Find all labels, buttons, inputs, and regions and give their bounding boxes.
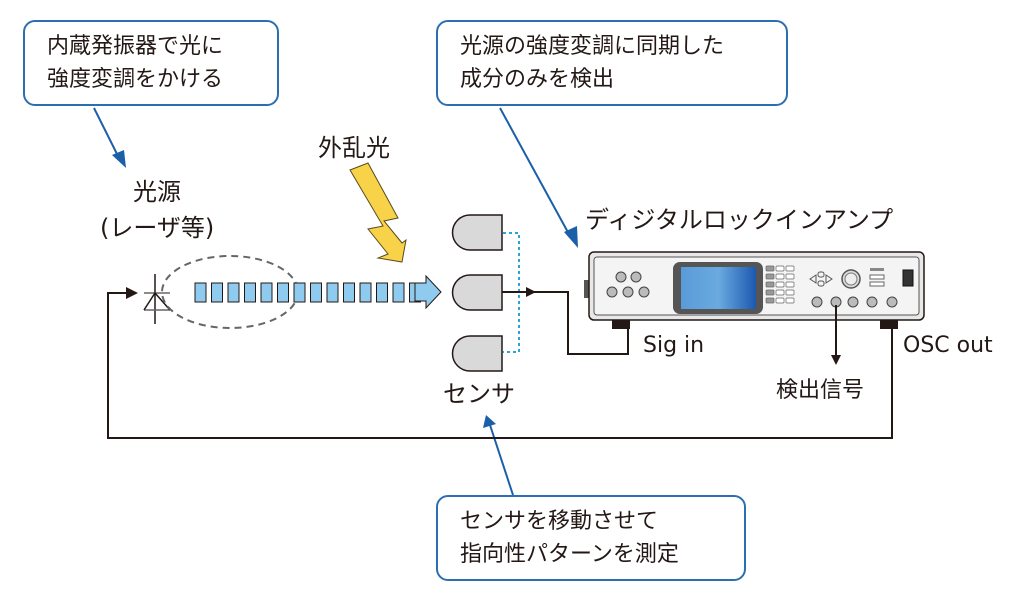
beam-pulse bbox=[376, 282, 388, 303]
lockin-amp-label: ディジタルロックインアンプ bbox=[585, 206, 894, 234]
callout-measurement-line2: 指向性パターンを測定 bbox=[460, 542, 679, 567]
connector-jack bbox=[886, 296, 898, 308]
modulated-beam bbox=[194, 282, 421, 303]
connector-jack bbox=[866, 296, 878, 308]
keypad-key bbox=[785, 265, 795, 272]
display-screen bbox=[681, 267, 756, 309]
beam-pulse bbox=[310, 282, 322, 303]
beam-pulse bbox=[194, 282, 207, 303]
osc-feedback-wire bbox=[107, 292, 893, 439]
connector-jack bbox=[630, 271, 642, 283]
callout-pointer-modulate bbox=[93, 107, 126, 168]
callout-modulation-line2: 強度変調をかける bbox=[47, 67, 224, 92]
callout-pointer-measure bbox=[483, 415, 514, 496]
sensor-top bbox=[451, 214, 503, 251]
keypad-key bbox=[775, 297, 785, 304]
callout-modulation: 内蔵発振器で光に 強度変調をかける bbox=[23, 20, 279, 106]
callout-pointer-detect bbox=[499, 107, 578, 248]
sensor-bottom bbox=[451, 335, 503, 372]
keypad-key bbox=[775, 289, 785, 296]
beam-pulse bbox=[359, 282, 372, 303]
callout-detection-line1: 光源の強度変調に同期した bbox=[460, 34, 725, 59]
ambient-light-lightning-icon bbox=[349, 162, 407, 263]
beam-arrowhead bbox=[414, 274, 442, 310]
sensor-move-path bbox=[503, 232, 520, 353]
sig-in-label: Sig in bbox=[643, 333, 705, 358]
keypad-key bbox=[775, 273, 785, 280]
keypad-key bbox=[765, 265, 775, 272]
beam-pulse bbox=[244, 282, 256, 303]
callout-measurement-line1: センサを移動させて bbox=[460, 509, 659, 534]
keypad-key bbox=[785, 273, 795, 280]
keypad-key bbox=[785, 289, 795, 296]
connector-jack bbox=[606, 286, 618, 298]
beam-pulse bbox=[293, 282, 306, 303]
ambient-light-label: 外乱光 bbox=[318, 134, 390, 162]
beam-pulse bbox=[326, 282, 339, 303]
blue-arrowhead-icon bbox=[564, 226, 578, 248]
blue-arrowhead-icon bbox=[112, 150, 126, 168]
lockin-amplifier-device bbox=[584, 251, 925, 329]
sensor-middle bbox=[451, 274, 503, 311]
beam-pulse bbox=[227, 282, 240, 303]
connector-jack bbox=[615, 271, 627, 283]
keypad-key bbox=[775, 265, 785, 272]
keypad-key bbox=[765, 289, 775, 296]
keypad-key bbox=[785, 297, 795, 304]
connector-jack bbox=[847, 296, 859, 308]
keypad-key bbox=[785, 281, 795, 288]
dpad-icon bbox=[809, 271, 833, 287]
connector-jack bbox=[622, 286, 634, 298]
callout-modulation-line1: 内蔵発振器で光に bbox=[47, 34, 224, 59]
keypad-key bbox=[765, 297, 775, 304]
power-switch bbox=[902, 269, 914, 287]
keypad-key bbox=[775, 281, 785, 288]
laser-diode-icon bbox=[143, 274, 171, 324]
osc-out-label: OSC out bbox=[903, 333, 993, 358]
feedback-arrowhead-icon bbox=[126, 287, 138, 299]
connector-jack bbox=[811, 296, 823, 308]
connector-jack bbox=[638, 286, 650, 298]
detected-signal-arrowhead-icon bbox=[831, 355, 841, 365]
detected-signal-label: 検出信号 bbox=[776, 378, 865, 403]
connector-jacks bbox=[606, 271, 898, 308]
beam-pulse bbox=[343, 282, 355, 303]
sensor-label: センサ bbox=[443, 380, 515, 408]
callout-detection: 光源の強度変調に同期した 成分のみを検出 bbox=[436, 20, 788, 106]
keypad-key bbox=[765, 281, 775, 288]
signal-arrowhead-icon bbox=[526, 287, 536, 297]
callout-measurement: センサを移動させて 指向性パターンを測定 bbox=[436, 495, 746, 581]
light-source-label: 光源 bbox=[133, 178, 181, 206]
keypad bbox=[765, 265, 795, 304]
light-source-sub-label: (レーザ等) bbox=[100, 214, 215, 242]
beam-pulse bbox=[260, 282, 273, 303]
beam-pulse bbox=[277, 282, 289, 303]
sig-in-wire bbox=[502, 291, 629, 355]
beam-pulse bbox=[211, 282, 223, 303]
beam-pulse bbox=[392, 282, 405, 303]
blue-arrowhead-icon bbox=[483, 415, 496, 428]
callout-detection-line2: 成分のみを検出 bbox=[460, 67, 615, 92]
keypad-key bbox=[765, 273, 775, 280]
